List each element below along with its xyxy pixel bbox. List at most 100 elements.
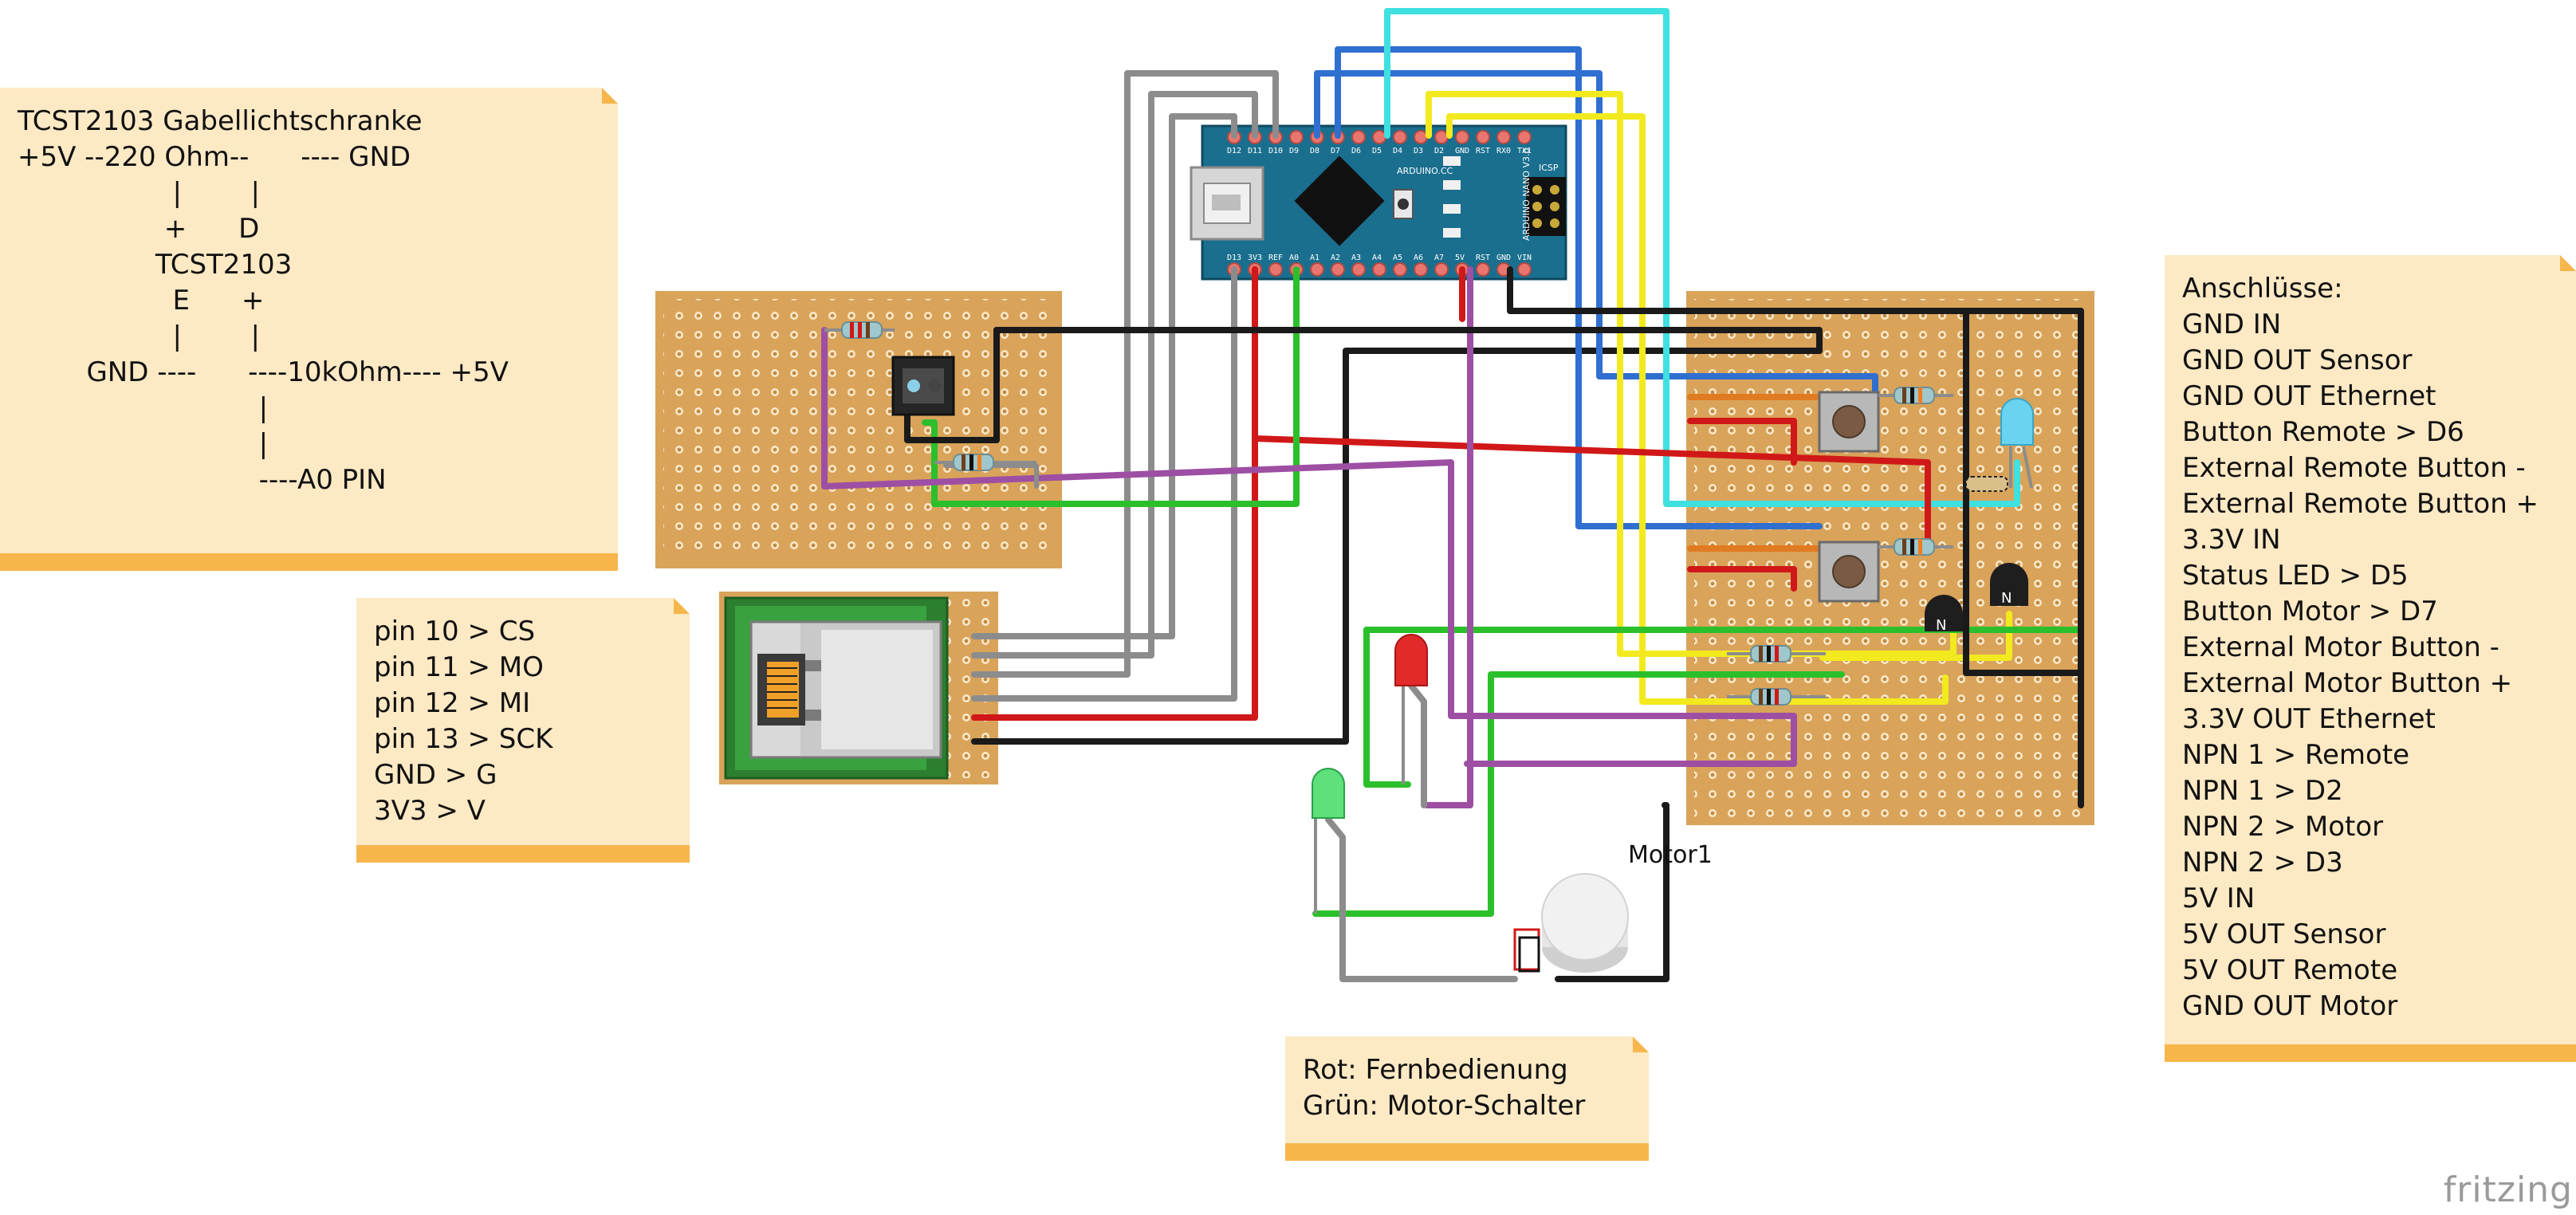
wire-gray-pin12 xyxy=(971,70,1279,678)
arduino-pin xyxy=(1496,130,1511,144)
wire-yellow-d2 xyxy=(1446,113,1949,705)
connections-note-line: GND OUT Ethernet xyxy=(2182,380,2436,412)
arduino-pin-label: A3 xyxy=(1351,254,1361,262)
arduino-pin xyxy=(1331,262,1345,277)
arduino-pin-label: VIN xyxy=(1517,254,1532,262)
arduino-pin-label: 5V xyxy=(1455,254,1465,262)
sensor-note-text: TCST2103 Gabellichtschranke +5V --220 Ohm… xyxy=(18,104,509,498)
npn-transistor-1-icon: N xyxy=(1925,595,1963,634)
connections-note-line: GND OUT Sensor xyxy=(2182,344,2413,376)
usb-connector-icon xyxy=(1190,166,1264,241)
wire-gray-pin10 xyxy=(971,113,1237,639)
arduino-model-label: ARDUINO NANO V3.0 xyxy=(1521,148,1532,241)
sensor-note-line: E + xyxy=(18,285,265,317)
motor-icon xyxy=(1513,873,1629,973)
arduino-icsp-label: ICSP xyxy=(1539,163,1559,173)
wire-green-motor-led xyxy=(1312,671,1845,917)
push-button-motor-icon xyxy=(1818,541,1880,603)
sensor-note-line: GND ---- ----10kOhm---- +5V xyxy=(18,356,509,388)
arduino-pin-label: D11 xyxy=(1248,147,1262,155)
arduino-pin-label: 3V3 xyxy=(1248,254,1262,262)
connections-note-line: 3.3V IN xyxy=(2182,524,2281,556)
connections-note-line: 3.3V OUT Ethernet xyxy=(2182,703,2436,735)
svg-text:N: N xyxy=(2001,590,2012,607)
arduino-pin-label: D12 xyxy=(1227,147,1241,155)
arduino-pin-label: GND xyxy=(1496,254,1511,262)
wire-black-npn xyxy=(1963,308,2084,676)
sensor-note-line: + D xyxy=(18,213,260,245)
blue-led-icon xyxy=(2000,398,2034,489)
sensor-note-line: +5V --220 Ohm-- ---- GND xyxy=(18,141,411,173)
arduino-pin-label: A0 xyxy=(1289,254,1299,262)
wire-gray-green-led xyxy=(1325,816,1518,982)
connections-note-line: NPN 2 > Motor xyxy=(2182,811,2384,843)
ethernet-note-line: pin 13 > SCK xyxy=(374,723,553,755)
connections-note-line: External Motor Button - xyxy=(2182,631,2499,663)
sensor-note-line: | | xyxy=(18,177,260,209)
resistor-button-remote-icon xyxy=(1878,387,1953,404)
ethernet-note-line: pin 11 > MO xyxy=(374,651,544,683)
connections-note-line: Button Remote > D6 xyxy=(2182,416,2464,448)
arduino-brand-label: ARDUINO.CC xyxy=(1397,166,1453,176)
wire-yellow-d3 xyxy=(1426,91,1957,657)
wire-black-gnd-ethernet xyxy=(971,348,1823,745)
legend-note-line: Rot: Fernbedienung xyxy=(1303,1054,1568,1086)
ethernet-note-line: pin 12 > MI xyxy=(374,687,531,719)
resistor-npn2-icon xyxy=(1727,688,1826,706)
arduino-pin xyxy=(1434,262,1449,277)
arduino-pin-label: GND xyxy=(1455,147,1469,155)
arduino-pin xyxy=(1414,262,1428,277)
connections-note-line: GND OUT Motor xyxy=(2182,990,2398,1022)
connections-note-line: 5V OUT Remote xyxy=(2182,954,2398,986)
arduino-pin xyxy=(1455,130,1469,144)
arduino-pin xyxy=(1434,130,1449,144)
arduino-pin-label: A7 xyxy=(1434,254,1444,262)
ethernet-note-line: pin 10 > CS xyxy=(374,615,536,647)
arduino-pin xyxy=(1289,130,1304,144)
arduino-pin xyxy=(1393,130,1407,144)
arduino-pin-label: RST xyxy=(1476,147,1490,155)
ethernet-note-line: 3V3 > V xyxy=(374,795,486,827)
resistor-npn1-icon xyxy=(1727,645,1826,663)
sensor-note-line: | | xyxy=(18,320,260,352)
green-led-icon xyxy=(1312,768,1345,914)
arduino-pin-label: A6 xyxy=(1414,254,1423,262)
ethernet-module xyxy=(724,596,949,780)
wire-green-sensor xyxy=(922,419,938,474)
arduino-pin xyxy=(1393,262,1407,277)
arduino-pin xyxy=(1414,130,1428,144)
arduino-nano: ARDUINO.CC ARDUINO NANO V3.0 ICSP D12 D11… xyxy=(1190,124,1567,281)
connections-note-line: NPN 1 > D2 xyxy=(2182,775,2343,807)
wire-green-led-loop xyxy=(1363,627,1411,788)
arduino-pin xyxy=(1372,262,1386,277)
sensor-note-line: TCST2103 xyxy=(18,249,293,281)
legend-note-line: Grün: Motor-Schalter xyxy=(1303,1090,1586,1122)
arduino-pin xyxy=(1268,262,1283,277)
wire-gray-red-led xyxy=(1408,682,1427,808)
arduino-pin-label: D4 xyxy=(1393,147,1402,155)
arduino-pin xyxy=(1517,262,1532,277)
push-button-remote-icon xyxy=(1818,391,1880,453)
arduino-pin-label: D9 xyxy=(1289,147,1299,155)
arduino-pin-label: D5 xyxy=(1372,147,1382,155)
arduino-pin xyxy=(1351,262,1366,277)
connections-note-line: NPN 1 > Remote xyxy=(2182,739,2410,771)
arduino-pin xyxy=(1351,130,1366,144)
sensor-note-line: TCST2103 Gabellichtschranke xyxy=(18,105,423,137)
arduino-pin-label: RX0 xyxy=(1496,147,1511,155)
arduino-pin xyxy=(1476,130,1490,144)
wire-blue-d7 xyxy=(1314,70,1878,399)
wire-black-gnd-sensor xyxy=(993,327,1823,354)
sensor-wiring-note: TCST2103 Gabellichtschranke +5V --220 Ohm… xyxy=(0,88,618,571)
arduino-pin xyxy=(1372,130,1386,144)
resistor-10k-icon xyxy=(934,454,1036,471)
arduino-pin-label: D2 xyxy=(1434,147,1444,155)
wire-yellow-npn xyxy=(1819,611,2012,661)
arduino-pin-label: A4 xyxy=(1372,254,1382,262)
ethernet-note-text: pin 10 > CS pin 11 > MO pin 12 > MI pin 13 … xyxy=(374,614,553,829)
